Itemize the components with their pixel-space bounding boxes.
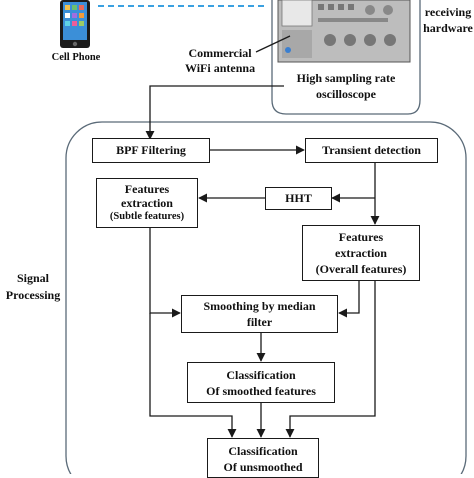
overall-features-line-2: extraction xyxy=(335,245,387,261)
subtle-features-line-2: extraction xyxy=(121,196,173,210)
classification-unsmoothed-block: Classification Of unsmoothed xyxy=(207,438,319,478)
antenna-label: Commercial WiFi antenna xyxy=(168,46,272,76)
transient-detection-block: Transient detection xyxy=(305,138,438,163)
oscilloscope-label: High sampling rate oscilloscope xyxy=(275,70,417,102)
smoothing-filter-block: Smoothing by median filter xyxy=(181,295,338,333)
arrow-subtle-to-smoothing xyxy=(150,228,180,313)
signal-processing-label-line-1: Signal xyxy=(0,270,66,287)
oscilloscope-icon xyxy=(278,0,410,62)
bpf-filtering-text: BPF Filtering xyxy=(116,143,186,158)
receiving-hardware-label: receiving hardware xyxy=(418,4,474,36)
smoothing-filter-line-1: Smoothing by median xyxy=(203,298,315,314)
arrow-hardware-to-bpf xyxy=(150,86,284,139)
receiving-hardware-label-line-2: hardware xyxy=(418,20,474,36)
classification-smoothed-block: Classification Of smoothed features xyxy=(187,362,335,403)
signal-processing-label-line-2: Processing xyxy=(0,287,66,304)
hht-text: HHT xyxy=(285,191,312,206)
classification-unsmoothed-line-1: Classification xyxy=(228,443,297,459)
cell-phone-label: Cell Phone xyxy=(26,51,126,65)
subtle-features-line-1: Features xyxy=(125,182,169,196)
classification-smoothed-line-2: Of smoothed features xyxy=(206,383,316,399)
overall-features-line-3: (Overall features) xyxy=(316,261,407,277)
classification-smoothed-line-1: Classification xyxy=(226,367,295,383)
smoothing-filter-line-2: filter xyxy=(247,314,272,330)
antenna-label-line-2: WiFi antenna xyxy=(168,61,272,76)
antenna-label-line-1: Commercial xyxy=(168,46,272,61)
hht-block: HHT xyxy=(265,187,332,210)
subtle-features-line-3: (Subtle features) xyxy=(110,210,184,224)
transient-detection-text: Transient detection xyxy=(322,143,421,158)
arrow-overall-to-smoothing xyxy=(339,281,359,313)
subtle-features-block: Features extraction (Subtle features) xyxy=(96,178,198,228)
oscilloscope-label-line-2: oscilloscope xyxy=(275,86,417,102)
classification-unsmoothed-line-2: Of unsmoothed xyxy=(223,459,302,475)
overall-features-block: Features extraction (Overall features) xyxy=(302,225,420,281)
receiving-hardware-label-line-1: receiving xyxy=(418,4,474,20)
bpf-filtering-block: BPF Filtering xyxy=(92,138,210,163)
signal-processing-label: Signal Processing xyxy=(0,270,66,304)
oscilloscope-label-line-1: High sampling rate xyxy=(275,70,417,86)
overall-features-line-1: Features xyxy=(339,229,383,245)
cell-phone-icon xyxy=(60,0,90,48)
